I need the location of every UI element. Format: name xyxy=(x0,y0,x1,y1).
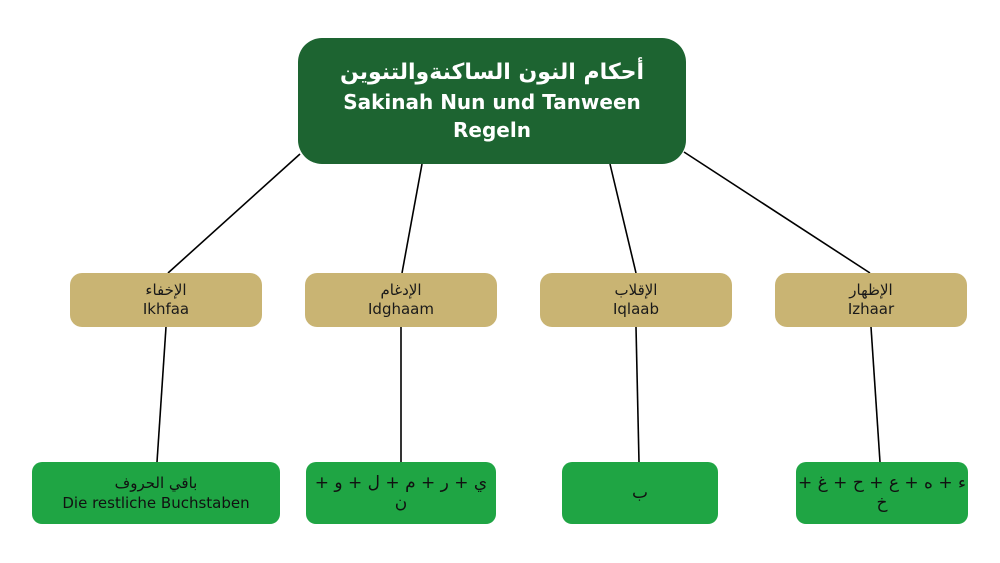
letters-arabic: ب xyxy=(631,483,648,503)
connector-izhaar-leaf xyxy=(870,326,881,463)
category-latin-label: Iqlaab xyxy=(612,300,660,318)
letters-node-iqlaab: ب xyxy=(562,462,718,524)
category-node-ikhfaa: الإخفاء Ikhfaa xyxy=(70,273,262,327)
letters-arabic: ي + ر + م + ل + و + ن xyxy=(314,473,488,513)
letters-node-izhaar: ء + ه + ع + ح + غ + خ xyxy=(796,462,968,524)
connector-ikhfaa-leaf xyxy=(156,326,167,463)
letters-arabic: ء + ه + ع + ح + غ + خ xyxy=(797,473,967,513)
root-node: أحكام النون الساكنةوالتنوين Sakinah Nun … xyxy=(298,38,686,164)
category-arabic-label: الإخفاء xyxy=(145,281,187,299)
category-arabic-label: الإظهار xyxy=(849,281,893,299)
letters-arabic: باقي الحروف xyxy=(114,474,198,492)
category-latin-label: Izhaar xyxy=(847,300,895,318)
category-arabic-label: الإقلاب xyxy=(614,281,658,299)
category-node-idghaam: الإدغام Idghaam xyxy=(305,273,497,327)
category-node-izhaar: الإظهار Izhaar xyxy=(775,273,967,327)
letters-german: Die restliche Buchstaben xyxy=(62,494,250,512)
connector-root-ikhfaa xyxy=(167,153,301,274)
connector-iqlaab-leaf xyxy=(635,326,640,463)
category-latin-label: Idghaam xyxy=(368,300,434,318)
category-node-iqlaab: الإقلاب Iqlaab xyxy=(540,273,732,327)
category-latin-label: Ikhfaa xyxy=(142,300,190,318)
connector-root-izhaar xyxy=(683,151,871,274)
letters-node-ikhfaa: باقي الحروف Die restliche Buchstaben xyxy=(32,462,280,524)
root-title-german-line2: Regeln xyxy=(453,118,531,142)
root-title-arabic: أحكام النون الساكنةوالتنوين xyxy=(339,60,645,85)
root-title-german-line1: Sakinah Nun und Tanween xyxy=(343,90,641,114)
letters-node-idghaam: ي + ر + م + ل + و + ن xyxy=(306,462,496,524)
connector-root-idghaam xyxy=(401,163,423,274)
category-arabic-label: الإدغام xyxy=(380,281,422,299)
connector-root-iqlaab xyxy=(609,163,637,274)
